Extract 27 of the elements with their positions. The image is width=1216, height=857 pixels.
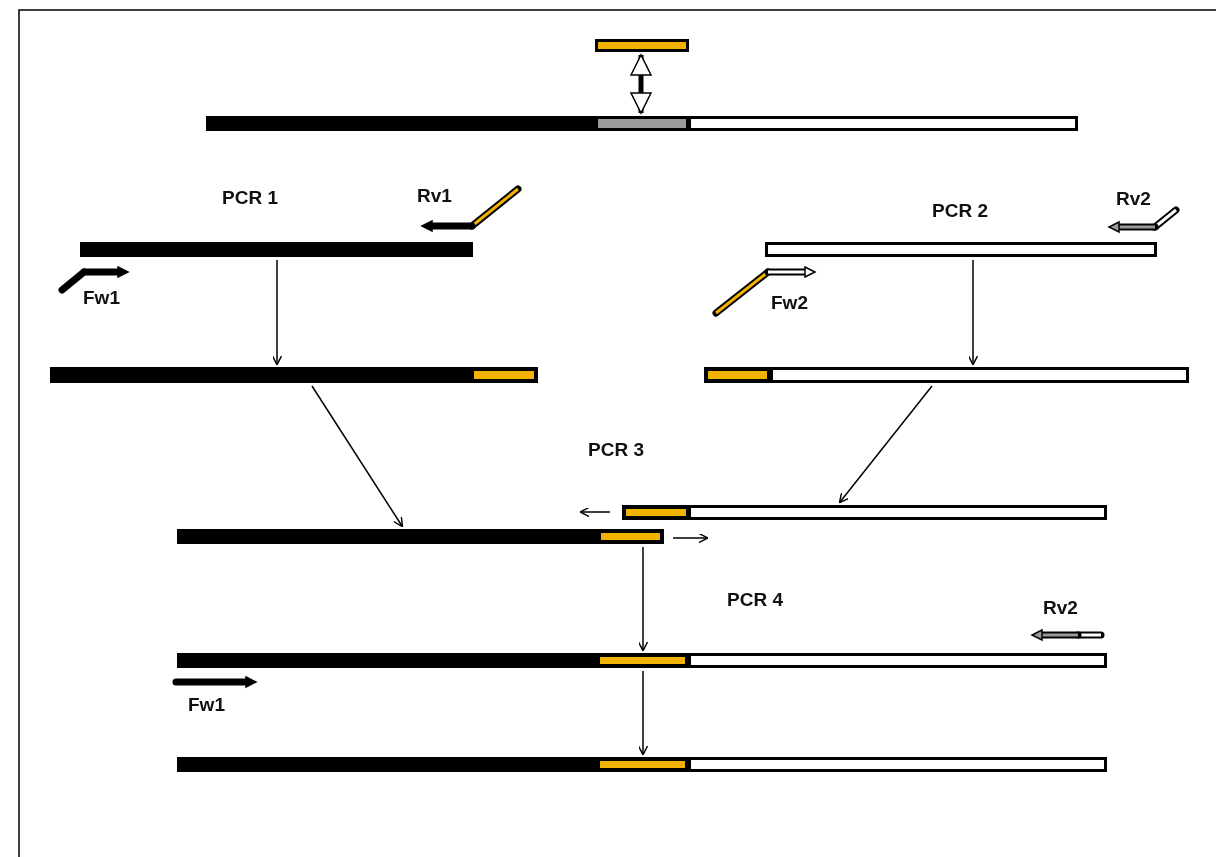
dna-strand xyxy=(704,367,1189,383)
label: Rv2 xyxy=(1043,597,1078,619)
arrow xyxy=(311,385,404,528)
dna-strand xyxy=(765,242,1157,257)
label: Rv1 xyxy=(417,185,452,207)
dna-strand xyxy=(177,757,1107,772)
label: Fw1 xyxy=(83,287,120,309)
dna-strand xyxy=(595,39,689,52)
arrow xyxy=(838,385,933,504)
dna-strand xyxy=(622,505,1107,520)
label: Rv2 xyxy=(1116,188,1151,210)
label: PCR 3 xyxy=(588,439,644,461)
label: PCR 4 xyxy=(727,589,783,611)
label: Fw1 xyxy=(188,694,225,716)
arrow xyxy=(630,54,652,114)
arrow xyxy=(967,259,979,366)
dna-strand xyxy=(80,242,473,257)
arrow xyxy=(271,259,283,366)
label: PCR 1 xyxy=(222,187,278,209)
dna-strand xyxy=(177,529,664,544)
dna-strand xyxy=(50,367,538,383)
arrow xyxy=(637,546,649,652)
label: PCR 2 xyxy=(932,200,988,222)
dna-strand xyxy=(206,116,1078,131)
dna-strand xyxy=(177,653,1107,668)
label: Fw2 xyxy=(771,292,808,314)
arrow xyxy=(637,670,649,756)
